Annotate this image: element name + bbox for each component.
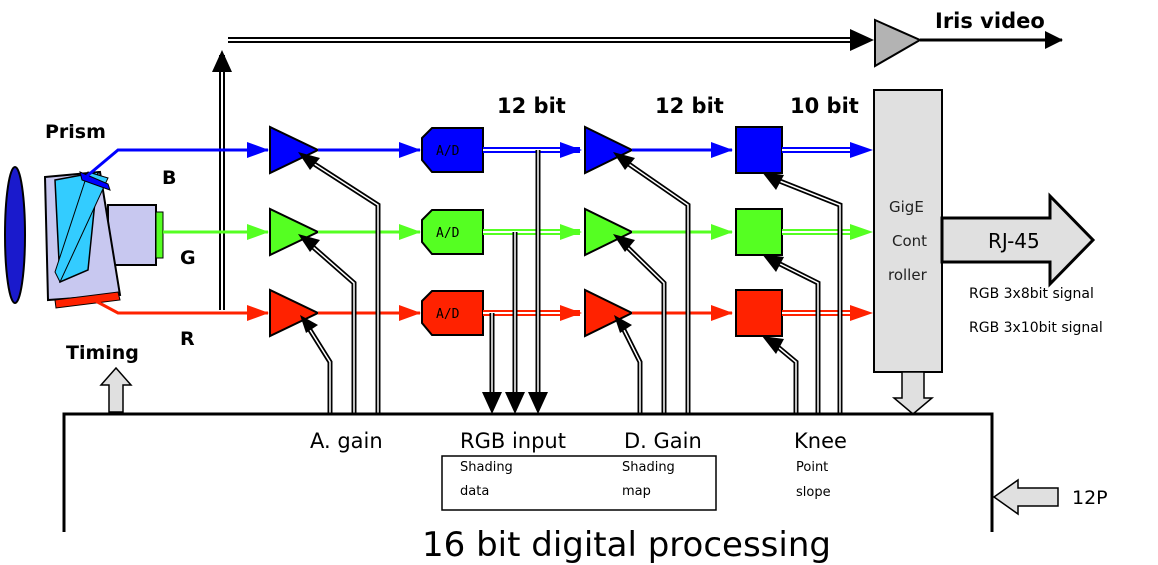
gige-controller-label-1: GigE [889, 198, 924, 216]
adc-r-label: A/D [436, 307, 460, 322]
adc-b [421, 127, 484, 173]
adc-g [421, 209, 484, 255]
red-channel-label: R [180, 328, 195, 350]
processing-title: 16 bit digital processing [422, 525, 831, 565]
bit-depth-12-adc: 12 bit [497, 94, 566, 118]
knee-slope-label: slope [796, 485, 831, 500]
rgb-10bit-signal-label: RGB 3x10bit signal [969, 320, 1103, 336]
knee-block-r [735, 289, 783, 337]
shading-data-label-1: Shading [460, 460, 513, 475]
analog-amplifier-r [269, 288, 321, 338]
digital-gain-label: D. Gain [624, 429, 702, 453]
green-channel-label: G [180, 247, 196, 269]
digital-processing-block [62, 412, 994, 532]
digital-amplifier-g [584, 207, 635, 257]
analog-amplifier-g [269, 207, 321, 257]
rgb-8bit-signal-label: RGB 3x8bit signal [969, 286, 1094, 302]
port-12p-label: 12P [1072, 487, 1108, 509]
rj45-label: RJ-45 [988, 229, 1040, 253]
gige-controller-label-2: Cont [892, 232, 927, 250]
analog-gain-label: A. gain [310, 429, 383, 453]
knee-point-label: Point [796, 460, 828, 475]
digital-gain-control-lines [613, 152, 691, 415]
iris-video-line [212, 29, 1063, 310]
timing-label: Timing [66, 342, 139, 364]
lens-icon [4, 166, 26, 304]
adc-g-label: A/D [436, 226, 460, 241]
iris-video-amplifier [874, 18, 923, 68]
prism-label: Prism [45, 121, 106, 143]
controller-down-arrow [891, 371, 935, 415]
bit-depth-10-knee: 10 bit [790, 94, 859, 118]
blue-channel-label: B [162, 167, 176, 189]
port-12p-arrow [992, 478, 1059, 516]
shading-map-label-1: Shading [622, 460, 675, 475]
digital-amplifier-b [584, 125, 635, 175]
blue-channel [86, 125, 873, 178]
shading-data-label-2: data [460, 484, 489, 499]
digital-amplifier-r [584, 288, 635, 338]
gige-controller-label-3: roller [888, 266, 928, 284]
adc-r [421, 290, 484, 336]
knee-block-b [735, 126, 783, 174]
analog-gain-control-lines [298, 152, 381, 415]
adc-b-label: A/D [436, 144, 460, 159]
knee-control-lines [762, 172, 843, 415]
red-channel [89, 288, 873, 338]
iris-video-label: Iris video [935, 9, 1045, 33]
bit-depth-12-dgain: 12 bit [655, 94, 724, 118]
green-channel [163, 207, 873, 257]
rgb-input-taps [482, 150, 548, 414]
prism-icon [43, 170, 164, 309]
knee-block-g [735, 208, 783, 256]
rgb-input-label: RGB input [460, 429, 566, 453]
analog-amplifier-b [269, 125, 321, 175]
shading-box [441, 455, 717, 511]
knee-label: Knee [794, 429, 847, 453]
timing-up-arrow [99, 366, 133, 413]
shading-map-label-2: map [622, 484, 651, 499]
gige-controller [873, 89, 943, 373]
rj45-output-arrow [940, 192, 1096, 288]
